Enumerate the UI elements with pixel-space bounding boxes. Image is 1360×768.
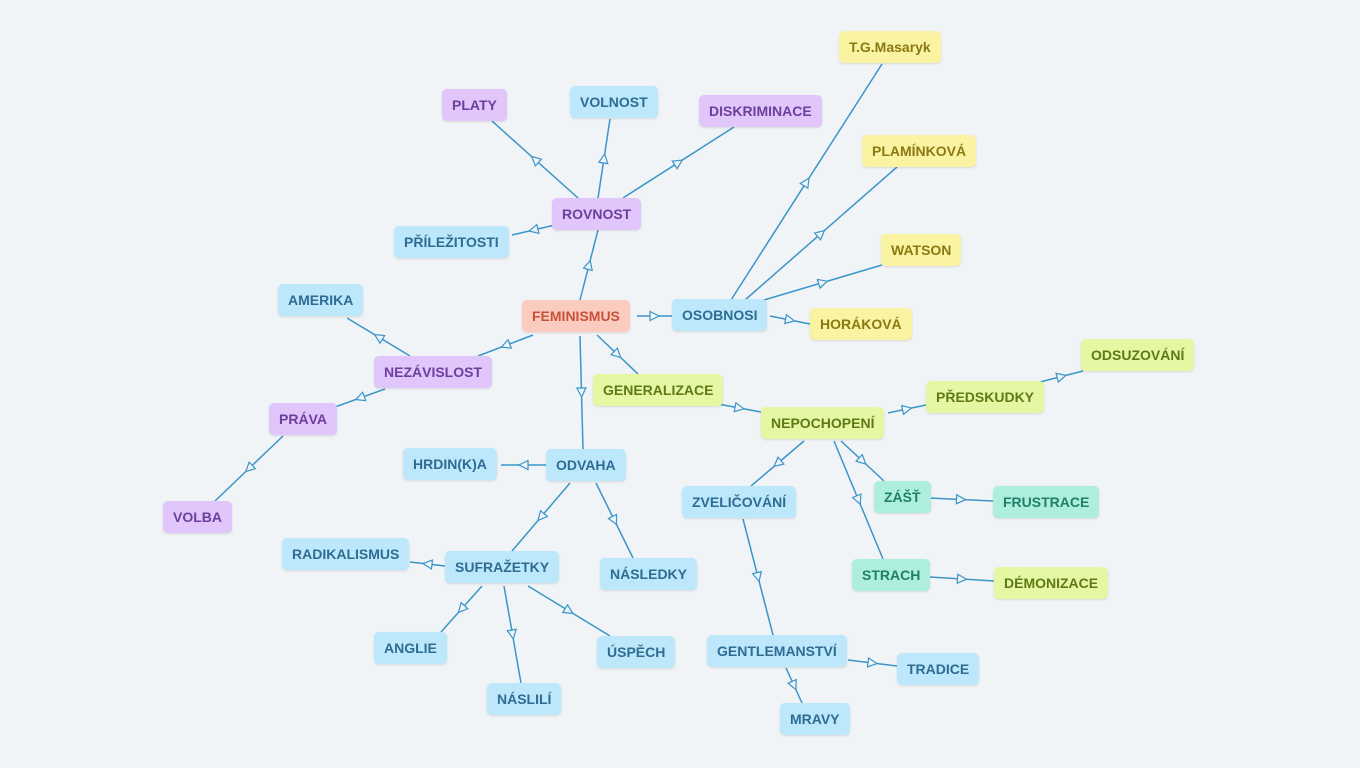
arrowhead-icon bbox=[527, 223, 540, 235]
node-nezavislost[interactable]: NEZÁVISLOST bbox=[374, 356, 493, 388]
arrowhead-icon bbox=[500, 338, 513, 349]
arrowhead-icon bbox=[733, 401, 746, 413]
node-masaryk[interactable]: T.G.Masaryk bbox=[839, 31, 941, 63]
arrowhead-icon bbox=[1055, 372, 1068, 384]
node-rovnost[interactable]: ROVNOST bbox=[552, 198, 642, 230]
node-platy[interactable]: PLATY bbox=[442, 89, 507, 121]
arrowhead-icon bbox=[582, 259, 594, 272]
arrowhead-icon bbox=[799, 177, 810, 190]
arrowhead-icon bbox=[751, 570, 763, 583]
node-diskriminace[interactable]: DISKRIMINACE bbox=[699, 95, 822, 127]
node-uspech[interactable]: ÚSPĚCH bbox=[597, 636, 676, 668]
node-prilezitosti[interactable]: PŘÍLEŽITOSTI bbox=[394, 226, 509, 258]
arrowhead-icon bbox=[649, 310, 661, 322]
arrowhead-icon bbox=[506, 628, 518, 641]
arrowhead-icon bbox=[786, 678, 797, 691]
node-amerika[interactable]: AMERIKA bbox=[278, 284, 364, 316]
node-mravy[interactable]: MRAVY bbox=[780, 703, 850, 735]
arrowhead-icon bbox=[773, 456, 785, 468]
arrowhead-icon bbox=[373, 333, 386, 345]
arrowhead-icon bbox=[607, 513, 618, 526]
node-volnost[interactable]: VOLNOST bbox=[570, 86, 658, 118]
node-volba[interactable]: VOLBA bbox=[163, 501, 232, 533]
arrowhead-icon bbox=[900, 404, 913, 416]
arrowhead-icon bbox=[530, 155, 543, 167]
arrowhead-icon bbox=[816, 278, 829, 290]
arrowhead-icon bbox=[956, 573, 968, 585]
arrowhead-icon bbox=[851, 493, 862, 506]
arrowhead-icon bbox=[354, 391, 367, 402]
node-hrdinka[interactable]: HRDIN(K)A bbox=[403, 448, 497, 480]
arrowhead-icon bbox=[783, 313, 796, 325]
arrowhead-icon bbox=[244, 461, 257, 473]
arrowhead-icon bbox=[610, 347, 622, 359]
node-zvelicovani[interactable]: ZVELIČOVÁNÍ bbox=[682, 486, 797, 518]
node-frustrace[interactable]: FRUSTRACE bbox=[993, 486, 1100, 518]
node-horakova[interactable]: HORÁKOVÁ bbox=[810, 308, 912, 340]
node-zast[interactable]: ZÁŠŤ bbox=[874, 481, 931, 513]
node-feminismus[interactable]: FEMINISMUS bbox=[522, 300, 630, 332]
arrowhead-icon bbox=[517, 459, 529, 471]
node-nepochopeni[interactable]: NEPOCHOPENÍ bbox=[761, 407, 885, 439]
node-nasili[interactable]: NÁSLILÍ bbox=[487, 683, 562, 715]
arrowhead-icon bbox=[955, 493, 967, 505]
arrowhead-icon bbox=[537, 509, 549, 522]
arrowhead-icon bbox=[561, 603, 574, 615]
node-watson[interactable]: WATSON bbox=[881, 234, 962, 266]
node-nasledky[interactable]: NÁSLEDKY bbox=[600, 558, 698, 590]
arrowhead-icon bbox=[671, 159, 684, 170]
node-tradice[interactable]: TRADICE bbox=[897, 653, 980, 685]
arrowhead-icon bbox=[457, 601, 469, 614]
node-plaminkova[interactable]: PLAMÍNKOVÁ bbox=[862, 135, 977, 167]
node-demonizace[interactable]: DÉMONIZACE bbox=[994, 567, 1109, 599]
arrowhead-icon bbox=[855, 453, 867, 465]
arrowhead-icon bbox=[866, 656, 879, 668]
node-osobnosi[interactable]: OSOBNOSI bbox=[672, 299, 768, 331]
arrowhead-icon bbox=[597, 152, 609, 165]
node-radikalismus[interactable]: RADIKALISMUS bbox=[282, 538, 410, 570]
node-gentlemanstvi[interactable]: GENTLEMANSTVÍ bbox=[707, 635, 847, 667]
node-strach[interactable]: STRACH bbox=[852, 559, 931, 591]
node-sufrazetky[interactable]: SUFRAŽETKY bbox=[445, 551, 560, 583]
node-generalizace[interactable]: GENERALIZACE bbox=[593, 374, 724, 406]
arrowhead-icon bbox=[813, 229, 826, 241]
node-odsuzovani[interactable]: ODSUZOVÁNÍ bbox=[1081, 339, 1195, 371]
node-prava[interactable]: PRÁVA bbox=[269, 403, 337, 435]
node-odvaha[interactable]: ODVAHA bbox=[546, 449, 626, 481]
node-predsudky[interactable]: PŘEDSKUDKY bbox=[926, 381, 1045, 413]
arrowhead-icon bbox=[575, 387, 587, 399]
arrowhead-icon bbox=[421, 559, 434, 571]
node-anglie[interactable]: ANGLIE bbox=[374, 632, 447, 664]
